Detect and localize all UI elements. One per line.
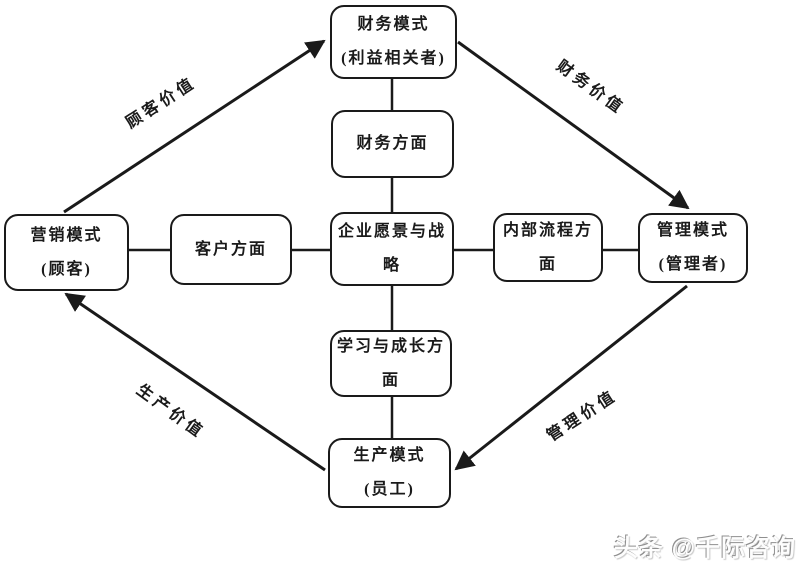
node-subtitle: (管理者) [658,256,728,273]
node-learning-growth-aspect: 学习与成长方面 [330,330,452,397]
node-subtitle: (利益相关者) [341,50,446,67]
node-management-model: 管理模式 (管理者) [638,213,748,283]
node-subtitle: (顾客) [41,260,92,278]
node-title: 财务模式 [357,16,430,34]
node-title: 内部流程方面 [502,221,593,273]
node-title: 学习与成长方面 [337,337,446,389]
node-internal-process-aspect: 内部流程方面 [493,213,603,282]
arrow-management-to-production [454,284,688,471]
node-customer-aspect: 客户方面 [170,214,292,285]
node-vision-strategy: 企业愿景与战略 [330,212,454,286]
node-title: 企业愿景与战略 [337,223,446,274]
node-marketing-model: 营销模式 (顾客) [4,214,129,291]
arrow-financial-to-management [457,40,690,210]
node-financial-aspect: 财务方面 [331,110,454,178]
node-title: 管理模式 [656,222,729,240]
node-title: 财务方面 [356,135,429,153]
node-title: 生产模式 [353,447,426,465]
node-financial-model: 财务模式 (利益相关者) [330,5,457,79]
node-title: 客户方面 [194,240,267,258]
arrow-marketing-to-financial [63,39,326,214]
node-production-model: 生产模式 (员工) [328,438,451,508]
arrow-production-to-marketing [64,292,326,472]
node-subtitle: (员工) [364,481,415,498]
node-title: 营销模式 [30,226,103,244]
watermark-text: 头条 @千际咨询 [613,535,796,562]
